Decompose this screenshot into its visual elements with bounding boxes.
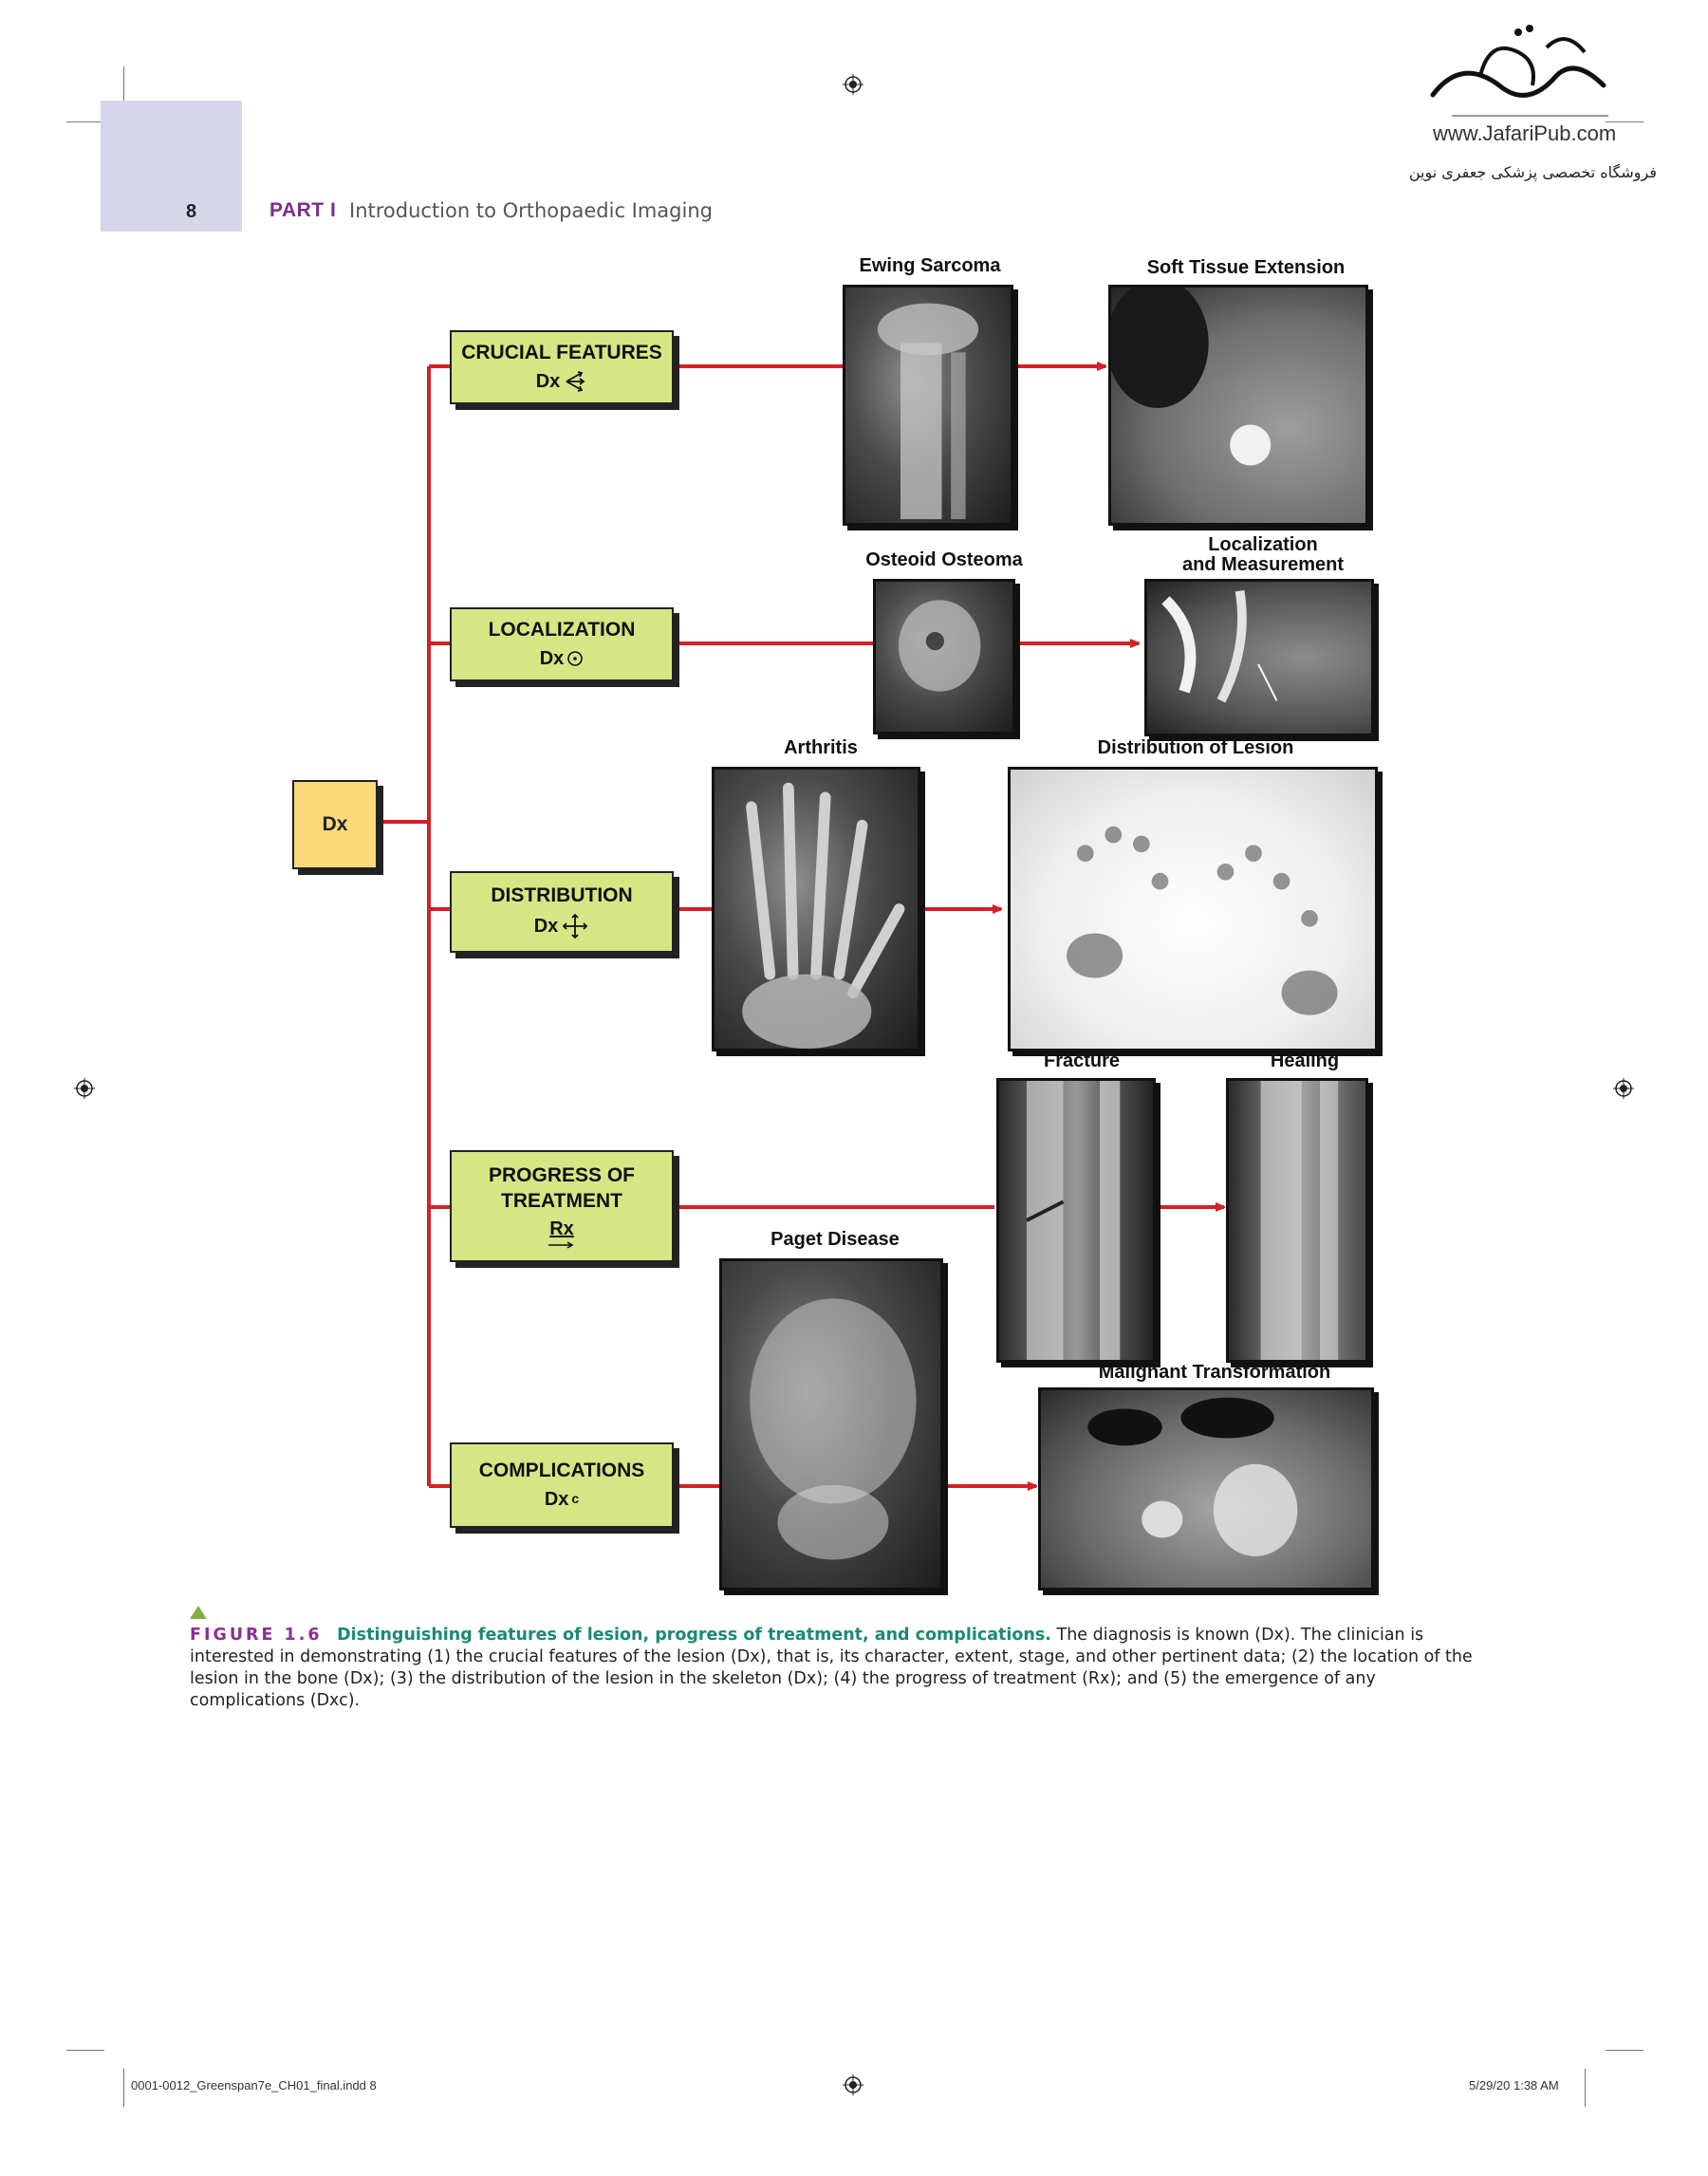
- localization-symbol: Dx: [539, 647, 565, 669]
- ewing-sarcoma-radiograph: [843, 285, 1013, 526]
- caption-distribution-lesion: Distribution of Lesion: [1097, 737, 1294, 758]
- crop-mark: [1606, 2050, 1643, 2051]
- crop-mark: [123, 66, 124, 104]
- part-label: PART I: [269, 199, 337, 221]
- connector-lines: [378, 0, 1708, 1613]
- page-number: 8: [186, 201, 197, 222]
- caption-arthritis: Arthritis: [784, 737, 858, 758]
- complications-subscript: c: [571, 1491, 580, 1507]
- complications-title: COMPLICATIONS: [478, 1460, 645, 1482]
- right-arrow-icon: [548, 1241, 574, 1249]
- caption-healing: Healing: [1270, 1051, 1340, 1071]
- crucial-features-title: CRUCIAL FEATURES: [461, 341, 662, 363]
- figure-caption: FIGURE 1.6 Distinguishing features of le…: [190, 1625, 1480, 1712]
- part-title: Introduction to Orthopaedic Imaging: [349, 199, 713, 222]
- caption-paget: Paget Disease: [770, 1229, 900, 1250]
- caption-soft-tissue: Soft Tissue Extension: [1146, 257, 1346, 278]
- footer-timestamp: 5/29/20 1:38 AM: [1469, 2078, 1559, 2092]
- caption-localization-measure: Localization and Measurement: [1144, 535, 1382, 575]
- figure-body: The diagnosis is known (Dx). The clinici…: [190, 1626, 1473, 1711]
- page-tab: [101, 101, 242, 232]
- footer-file: 0001-0012_Greenspan7e_CH01_final.indd 8: [131, 2078, 377, 2092]
- fracture-radiograph: [996, 1078, 1156, 1363]
- malignant-transformation-ct: [1038, 1387, 1374, 1590]
- crucial-features-box: CRUCIAL FEATURES Dx: [450, 330, 674, 404]
- crop-mark: [66, 121, 104, 122]
- progress-title-line1: PROGRESS OF: [488, 1164, 636, 1187]
- caption-fracture: Fracture: [1043, 1051, 1121, 1071]
- caption-malignant: Malignant Transformation: [1098, 1362, 1331, 1383]
- caption-osteoid: Osteoid Osteoma: [865, 549, 1023, 570]
- caption-ewing: Ewing Sarcoma: [859, 255, 1001, 276]
- figure-number: FIGURE 1.6: [190, 1626, 323, 1645]
- root-dx-box: Dx: [292, 780, 378, 869]
- distribution-bone-scan: [1008, 767, 1378, 1051]
- registration-mark-icon: [843, 74, 863, 95]
- localization-box: LOCALIZATION Dx: [450, 607, 674, 681]
- localization-measurement-ct: [1144, 579, 1374, 736]
- crucial-features-symbol: Dx: [535, 370, 561, 392]
- registration-mark-icon: [843, 2074, 863, 2095]
- publisher-logo-icon: [1430, 25, 1608, 117]
- soft-tissue-extension-ct: [1108, 285, 1368, 526]
- publisher-tagline: فروشگاه تخصصی پزشکی جعفری نوین: [1408, 163, 1657, 181]
- crop-mark: [66, 2050, 104, 2051]
- arthritis-hand-radiograph: [712, 767, 920, 1051]
- distribution-box: DISTRIBUTION Dx: [450, 871, 674, 953]
- healing-radiograph: [1226, 1078, 1368, 1363]
- spread-arrows-icon: [563, 913, 588, 939]
- progress-symbol: Rx: [549, 1218, 574, 1239]
- caption-localization-line1: Localization: [1208, 534, 1318, 555]
- distribution-title: DISTRIBUTION: [491, 883, 633, 906]
- registration-mark-icon: [74, 1078, 95, 1099]
- distribution-symbol: Dx: [533, 915, 559, 937]
- progress-title-line2: TREATMENT: [501, 1189, 622, 1212]
- progress-of-treatment-box: PROGRESS OF TREATMENT Rx: [450, 1150, 674, 1262]
- directional-arrows-icon: [566, 371, 585, 392]
- crop-mark: [1585, 2069, 1586, 2107]
- osteoid-osteoma-radiograph: [873, 579, 1015, 735]
- localization-title: LOCALIZATION: [488, 619, 636, 642]
- target-circle-icon: [567, 651, 584, 666]
- figure-marker-icon: [190, 1606, 207, 1619]
- crop-mark: [1606, 121, 1643, 122]
- complications-symbol: Dx: [544, 1488, 569, 1510]
- registration-mark-icon: [1613, 1078, 1634, 1099]
- figure-title: Distinguishing features of lesion, progr…: [337, 1626, 1051, 1645]
- paget-disease-radiograph: [719, 1258, 943, 1590]
- crop-mark: [123, 2069, 124, 2107]
- publisher-url[interactable]: www.JafariPub.com: [1433, 121, 1617, 145]
- caption-localization-line2: and Measurement: [1181, 554, 1345, 575]
